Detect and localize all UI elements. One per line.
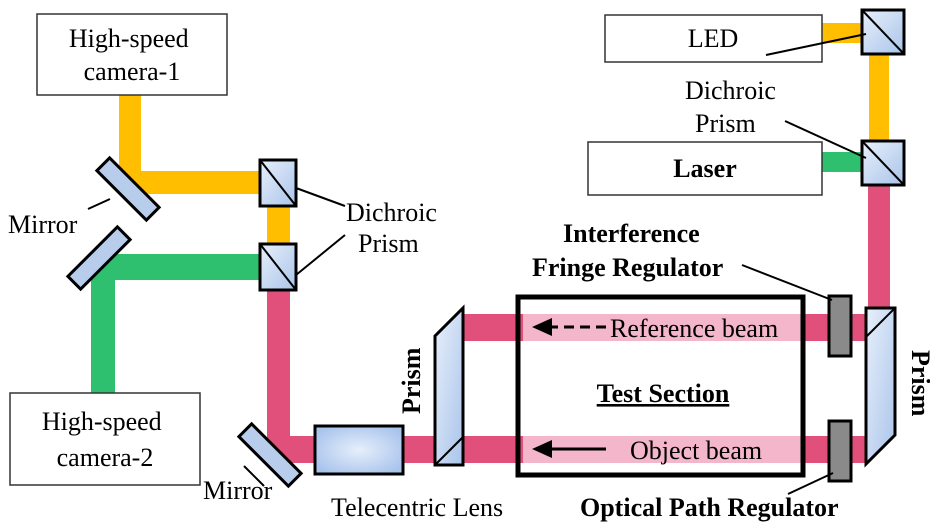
optical-path-regulator-label: Optical Path Regulator [580,493,839,522]
prism-left [433,304,465,467]
mirror-lower [236,421,304,489]
interference-fringe-regulator [827,294,853,358]
leader-dichroic-left-top [295,187,346,207]
led-beam-cam1-vertical [119,95,141,195]
reference-beam-arrowhead [532,318,552,336]
prism-left-label: Prism [397,347,426,414]
dichroic-prism-left-label: Dichroic Prism [346,198,443,258]
led-beam-horizontal [822,23,868,43]
dichroic-prism-right-top [860,8,906,56]
leader-optical-path-regulator [787,472,834,495]
dichroic-prism-right-bottom [860,139,906,187]
camera-2-box [9,392,201,486]
reference-beam-label: Reference beam [610,314,778,343]
led-beam-cam1-horizontal [119,171,259,194]
led-box [604,14,823,63]
mirror-upper [94,155,162,223]
laser-beam-right-vertical [868,185,890,320]
laser-box [587,141,823,196]
object-beam-arrowhead [532,440,552,458]
dichroic-prism-left-bottom [258,242,298,292]
led-beam-vertical [869,50,889,145]
optical-path-regulator [827,419,853,483]
green-beam-vertical [91,254,115,394]
leader-dichroic-right-top [765,33,867,56]
leader-mirror-upper [87,198,111,210]
telecentric-lens-label: Telecentric Lens [331,493,503,522]
laser-label: Laser [673,154,737,183]
interference-regulator-label: Interference Fringe Regulator [532,219,723,282]
dichroic-prism-right-label: Dichroic Prism [685,76,782,138]
green-beam-horizontal [91,254,259,280]
telecentric-lens [313,424,405,476]
camera-1-label: High-speed camera-1 [69,24,195,86]
laser-green-beam [822,152,868,172]
test-section-label: Test Section [597,379,730,408]
leader-mirror-lower [243,465,265,487]
camera-2-label: High-speed camera-2 [42,407,168,472]
object-beam-label: Object beam [630,436,762,465]
prism-right [864,306,897,468]
mirror-lower-label: Mirror [203,476,273,505]
dichroic-prism-left-top [258,158,298,208]
led-label: LED [688,24,739,53]
leader-interference-regulator [741,264,833,301]
leader-dichroic-left-bottom [295,234,346,276]
test-section-box [515,294,806,478]
prism-right-label: Prism [906,350,930,417]
leader-dichroic-right-bottom [784,120,867,159]
mirror-middle [65,224,133,292]
mirror-upper-label: Mirror [8,210,78,239]
led-beam-between-prisms [267,206,290,244]
camera-1-box [36,13,228,96]
laser-beam-left-vertical [267,290,290,455]
